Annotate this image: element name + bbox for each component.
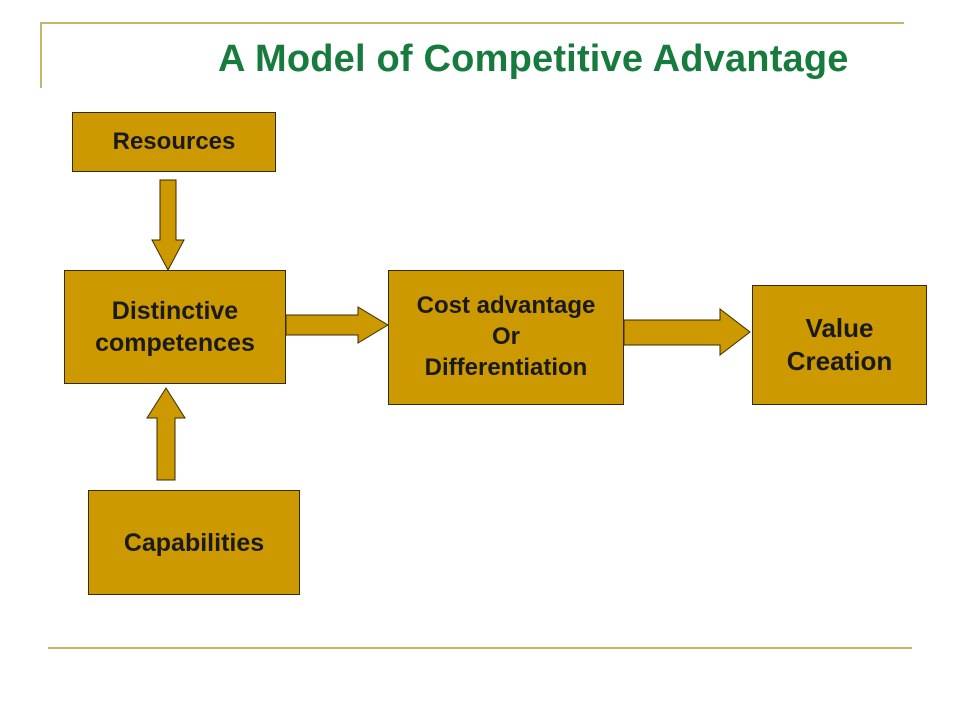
distinctive-competences-label-line1: Distinctive [111,297,239,325]
advantage-label-line3: Differentiation [424,353,588,381]
bottom-rule [48,647,912,649]
advantage-label-line1: Cost advantage [416,292,596,320]
left-rule [40,22,42,88]
value-creation-label-line2: Creation [786,346,893,376]
capabilities-box: Capabilities [88,490,300,595]
capabilities-label: Capabilities [123,528,265,557]
arrow-distinctive-to-advantage [285,306,389,344]
resources-label: Resources [112,127,236,155]
distinctive-competences-label-line2: competences [95,329,255,357]
slide-title: A Model of Competitive Advantage [218,38,849,80]
cost-advantage-differentiation-box: Cost advantage Or Differentiation [388,270,624,405]
top-rule [40,22,904,24]
distinctive-competences-box: Distinctive competences [64,270,286,384]
value-creation-box: Value Creation [752,285,927,405]
arrow-resources-to-distinctive [151,179,185,272]
advantage-label-line2: Or [491,323,520,351]
resources-box: Resources [72,112,276,172]
arrow-capabilities-to-distinctive [146,387,186,481]
value-creation-label-line1: Value [805,312,874,343]
arrow-advantage-to-value [623,307,751,357]
